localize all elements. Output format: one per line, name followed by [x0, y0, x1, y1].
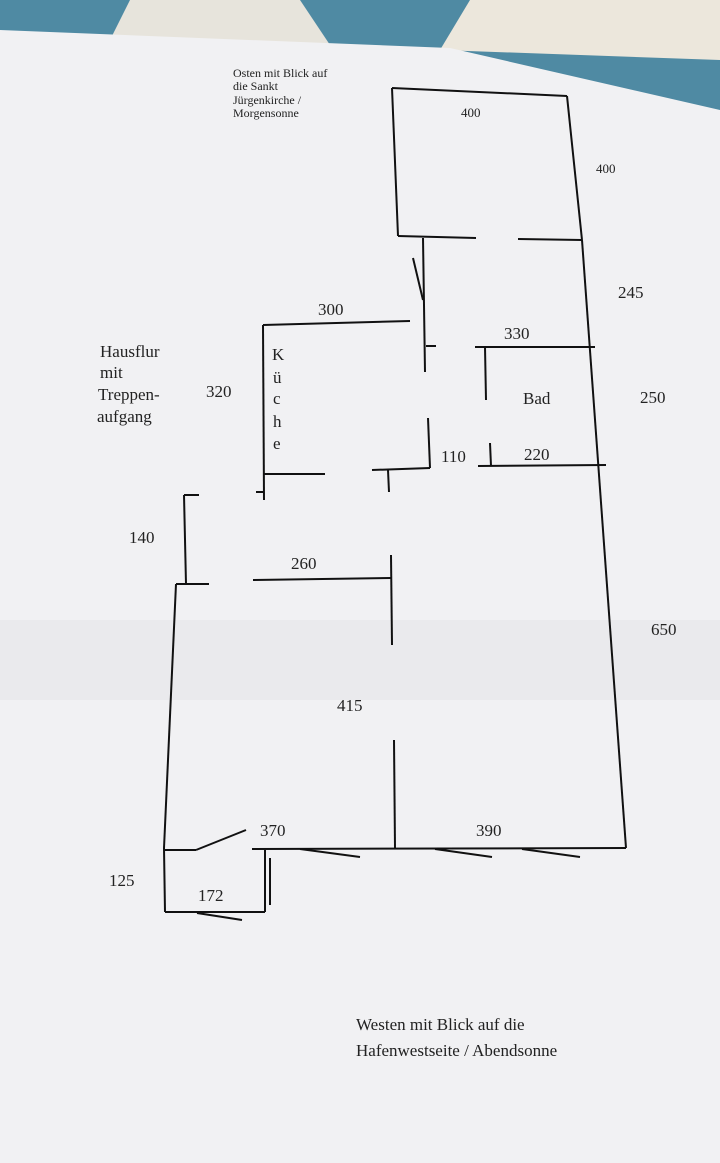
- kitchen-label: K ü c h e: [272, 345, 285, 453]
- svg-text:die Sankt: die Sankt: [233, 79, 279, 93]
- svg-text:Treppen-: Treppen-: [98, 385, 160, 404]
- dim-650: 650: [651, 620, 677, 639]
- dim-250: 250: [640, 388, 666, 407]
- dim-400-top: 400: [461, 105, 481, 120]
- dim-140: 140: [129, 528, 155, 547]
- dim-245: 245: [618, 283, 644, 302]
- east-note: Osten mit Blick auf die Sankt Jürgenkirc…: [233, 66, 327, 120]
- dimension-labels: 400 400 245 300 330 320 250 110 220 140 …: [109, 105, 677, 905]
- svg-text:aufgang: aufgang: [97, 407, 152, 426]
- svg-text:Morgensonne: Morgensonne: [233, 106, 299, 120]
- svg-text:Hafenwestseite / Abendsonne: Hafenwestseite / Abendsonne: [356, 1041, 557, 1060]
- dim-220: 220: [524, 445, 550, 464]
- svg-text:e: e: [273, 434, 281, 453]
- svg-text:Hausflur: Hausflur: [100, 342, 160, 361]
- bath-label: Bad: [523, 389, 551, 408]
- dim-125: 125: [109, 871, 135, 890]
- svg-text:h: h: [273, 412, 282, 431]
- svg-text:Osten mit Blick auf: Osten mit Blick auf: [233, 66, 327, 80]
- west-note: Westen mit Blick auf die Hafenwestseite …: [356, 1015, 557, 1060]
- svg-text:mit: mit: [100, 363, 123, 382]
- hallway-note: Hausflur mit Treppen- aufgang: [97, 342, 160, 426]
- dim-370: 370: [260, 821, 286, 840]
- svg-text:Jürgenkirche /: Jürgenkirche /: [233, 93, 302, 107]
- dim-400-right: 400: [596, 161, 616, 176]
- svg-text:K: K: [272, 345, 285, 364]
- svg-text:ü: ü: [273, 368, 282, 387]
- dim-330: 330: [504, 324, 530, 343]
- dim-300: 300: [318, 300, 344, 319]
- paper: [0, 30, 720, 1163]
- dim-260: 260: [291, 554, 317, 573]
- dim-390: 390: [476, 821, 502, 840]
- svg-text:Westen mit Blick auf die: Westen mit Blick auf die: [356, 1015, 525, 1034]
- dim-320: 320: [206, 382, 232, 401]
- dim-110: 110: [441, 447, 466, 466]
- dim-415: 415: [337, 696, 363, 715]
- walls: [163, 87, 627, 921]
- svg-text:c: c: [273, 389, 281, 408]
- dim-172: 172: [198, 886, 224, 905]
